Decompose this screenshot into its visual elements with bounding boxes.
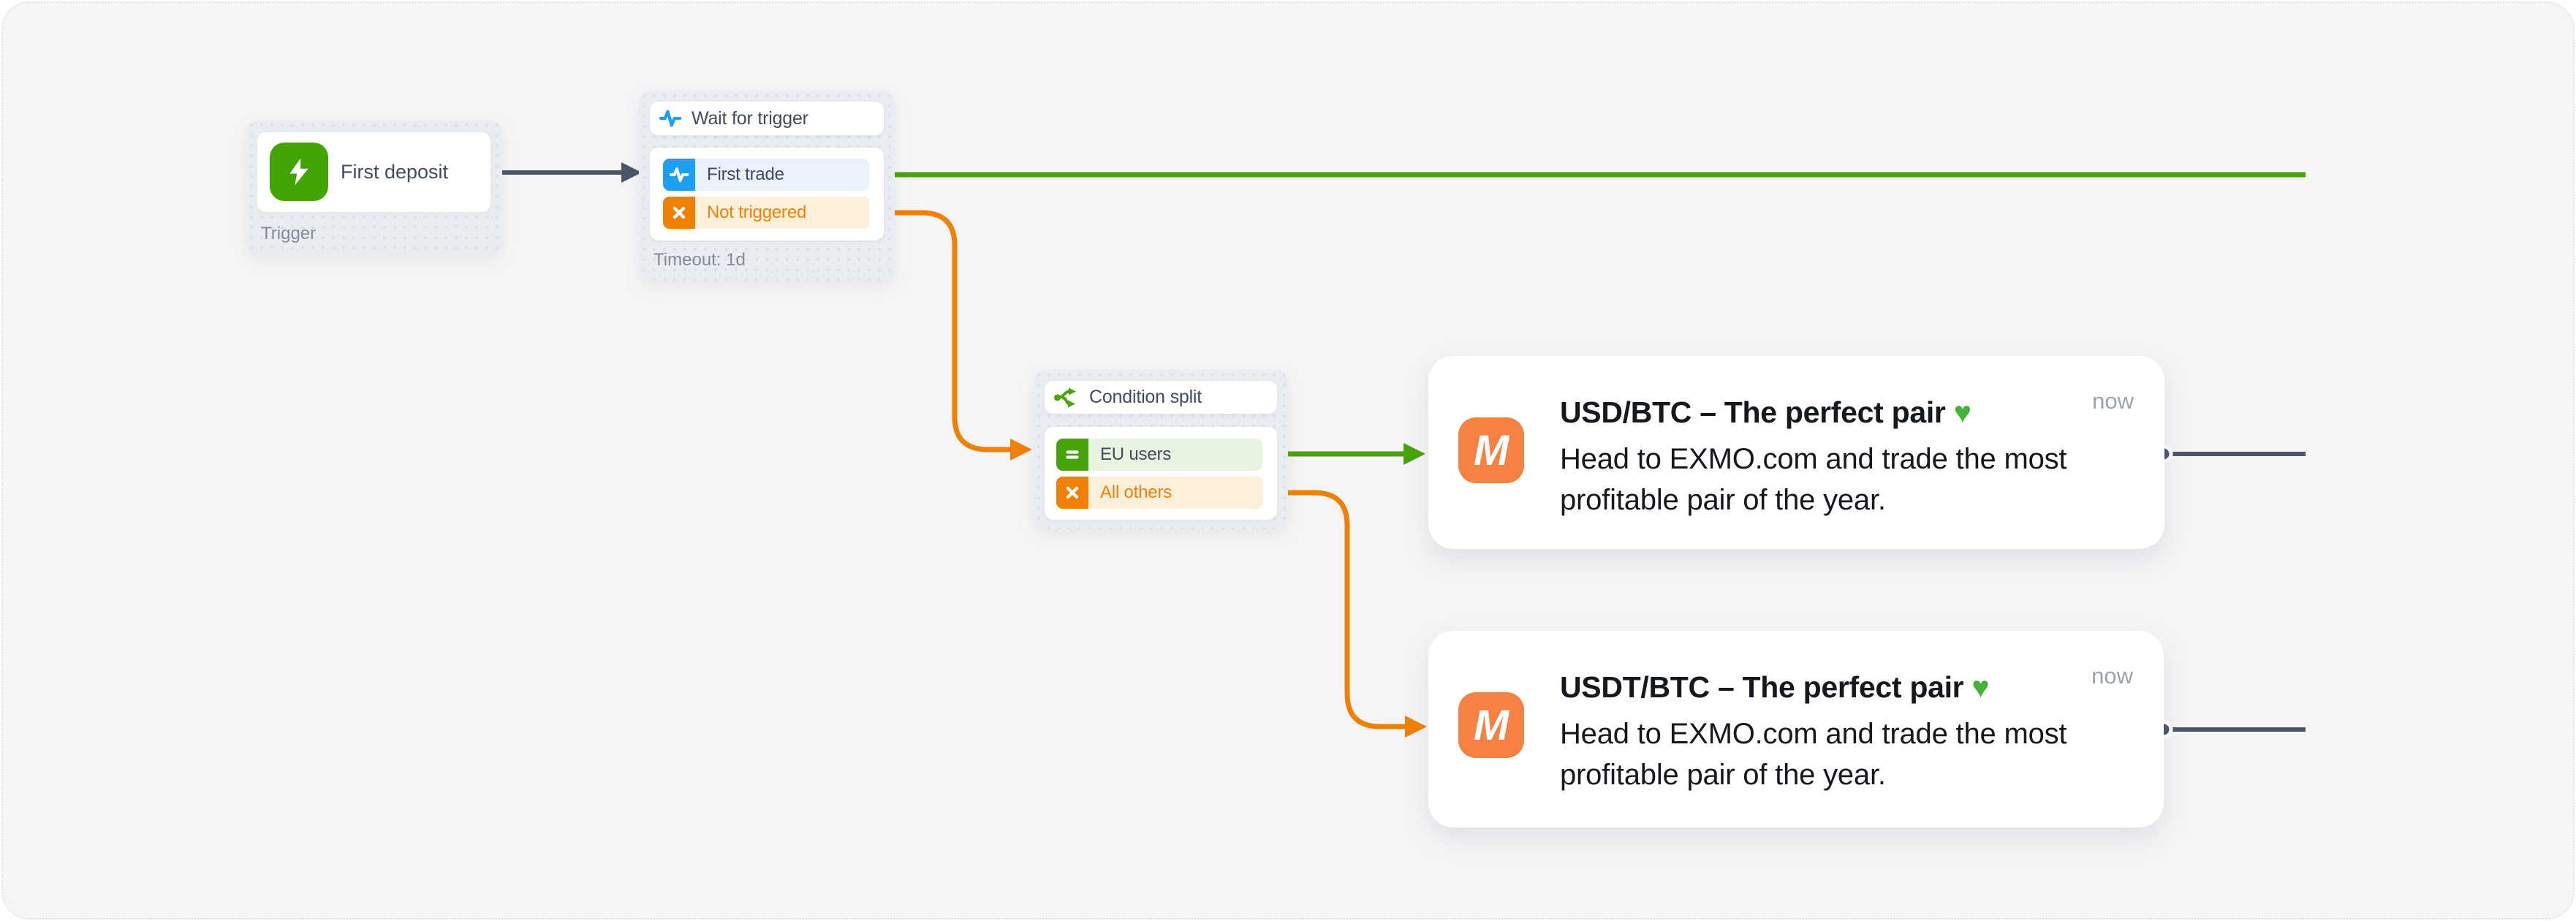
push-body: Head to EXMO.com and trade the most prof… <box>1560 443 2067 516</box>
push-title: USD/BTC – The perfect pair ♥ <box>1560 395 1971 429</box>
push-body: Head to EXMO.com and trade the most prof… <box>1560 718 2067 791</box>
push-card-usd-btc[interactable]: M USD/BTC – The perfect pair ♥ Head to E… <box>1428 356 2164 549</box>
push-card-usdt-btc[interactable]: M USDT/BTC – The perfect pair ♥ Head to … <box>1428 631 2164 827</box>
lightning-icon <box>270 143 328 201</box>
trigger-node-label: First deposit <box>341 161 449 183</box>
push-timestamp: now <box>2091 663 2133 689</box>
wait-node-branches: First trade Not triggered <box>650 148 884 240</box>
pulse-icon <box>663 159 695 191</box>
wire-all-others-to-card2 <box>1277 490 1405 729</box>
branch-all-others-label: All others <box>1088 477 1262 509</box>
wait-node[interactable]: Wait for trigger First trade Not trigger… <box>639 91 895 281</box>
branch-eu-users-label: EU users <box>1088 439 1262 471</box>
arrowhead-eu-users <box>1403 443 1425 465</box>
split-node-title: Condition split <box>1089 387 1202 407</box>
app-logo-icon: M <box>1458 417 1524 483</box>
x-icon <box>1056 477 1088 509</box>
wait-node-timeout: Timeout: 1d <box>654 250 746 270</box>
branch-all-others[interactable]: All others <box>1056 477 1262 509</box>
split-icon <box>1054 386 1079 409</box>
branch-eu-users[interactable]: EU users <box>1056 439 1262 471</box>
trigger-node[interactable]: First deposit Trigger <box>246 120 502 255</box>
wire-not-triggered-to-split <box>884 210 1010 452</box>
branch-first-trade[interactable]: First trade <box>663 159 869 191</box>
equals-icon <box>1056 439 1088 471</box>
trigger-node-category: Trigger <box>261 224 317 243</box>
trigger-node-card[interactable]: First deposit <box>257 132 490 212</box>
app-logo-icon: M <box>1458 692 1524 758</box>
arrowhead-not-triggered <box>1010 439 1032 460</box>
push-timestamp: now <box>2092 388 2134 414</box>
push-title: USDT/BTC – The perfect pair ♥ <box>1560 670 1990 704</box>
wait-node-title: Wait for trigger <box>692 107 808 129</box>
split-node-header[interactable]: Condition split <box>1045 381 1277 414</box>
split-node-branches: EU users All others <box>1045 427 1277 520</box>
pulse-icon <box>659 107 681 129</box>
branch-not-triggered[interactable]: Not triggered <box>663 197 869 229</box>
arrowhead-all-others <box>1405 716 1427 738</box>
wait-node-header[interactable]: Wait for trigger <box>650 102 884 135</box>
split-node[interactable]: Condition split EU users All others <box>1034 370 1288 529</box>
x-icon <box>663 197 695 229</box>
branch-first-trade-label: First trade <box>695 159 869 191</box>
branch-not-triggered-label: Not triggered <box>695 197 869 229</box>
